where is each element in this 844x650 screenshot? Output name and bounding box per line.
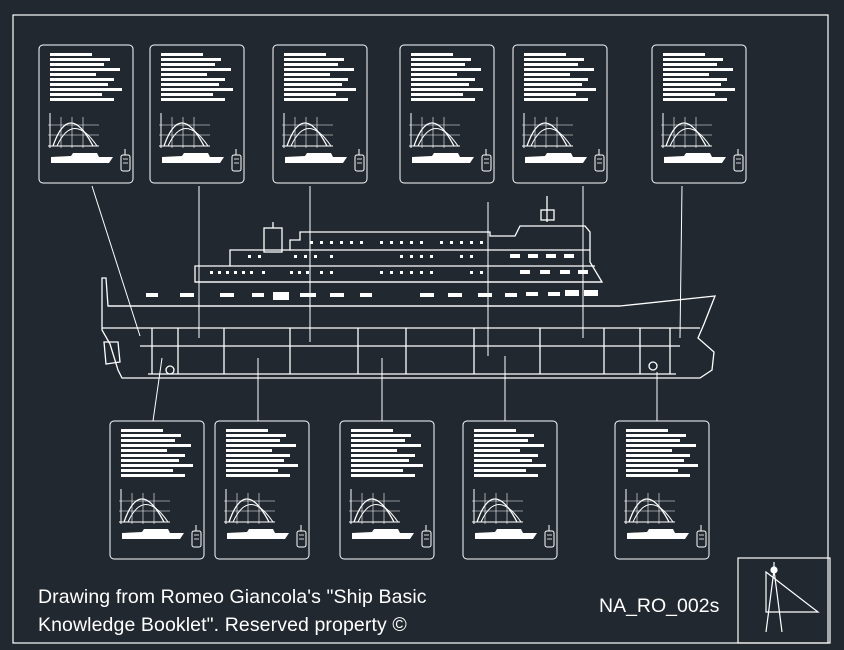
caption-line-1: Drawing from Romeo Giancola's "Ship Basi… bbox=[38, 586, 427, 608]
stability-card-2 bbox=[149, 44, 245, 184]
ship-windows bbox=[146, 241, 598, 300]
drawing-caption: Drawing from Romeo Giancola's "Ship Basi… bbox=[38, 583, 427, 639]
stability-card-8 bbox=[214, 420, 310, 560]
stability-card-1 bbox=[38, 44, 134, 184]
stability-card-4 bbox=[399, 44, 495, 184]
stability-card-9 bbox=[339, 420, 435, 560]
drawing-code: NA_RO_002s bbox=[599, 595, 720, 617]
leader-lines bbox=[91, 185, 683, 422]
stability-card-7 bbox=[109, 420, 205, 560]
ship-profile bbox=[101, 196, 716, 379]
stability-card-10 bbox=[462, 420, 558, 560]
drafting-compass-and-set-square-icon bbox=[765, 562, 820, 633]
stability-card-5 bbox=[512, 44, 608, 184]
stability-card-3 bbox=[272, 44, 368, 184]
caption-line-2: Knowledge Booklet". Reserved property © bbox=[38, 614, 407, 636]
stability-card-11 bbox=[614, 420, 710, 560]
stability-card-6 bbox=[651, 44, 747, 184]
